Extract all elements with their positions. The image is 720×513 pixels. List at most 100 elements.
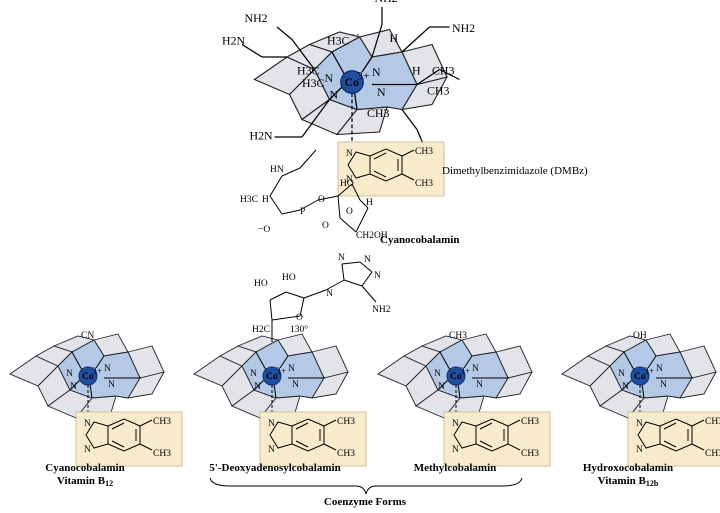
nitrogen-label: N <box>438 382 445 392</box>
bond <box>373 152 387 160</box>
bond <box>371 24 383 58</box>
bond <box>355 207 369 233</box>
nitrogen-label: N <box>254 382 261 392</box>
methyl-label: CH3 <box>427 84 449 98</box>
bond <box>401 109 418 130</box>
bond <box>647 355 657 369</box>
axial-ligand-label: OH <box>633 331 647 341</box>
bond <box>139 443 153 451</box>
methyl-label: H3C <box>297 64 319 78</box>
bond <box>341 261 361 265</box>
bond <box>269 175 283 197</box>
bond <box>279 355 289 369</box>
bond <box>255 351 267 371</box>
bond <box>303 289 327 299</box>
nitrogen-label: N <box>292 380 299 390</box>
axial-ligand-label: CN <box>81 331 94 341</box>
bond <box>325 279 345 291</box>
nitrogen-label: N <box>472 364 479 374</box>
bond <box>323 443 337 451</box>
hydroxyl-label: HO <box>340 179 354 189</box>
bond <box>351 183 361 201</box>
nitrogen-label: N <box>70 382 77 392</box>
bond <box>271 315 301 321</box>
methyl-label: CH3 <box>705 417 720 427</box>
imidazole-ring <box>85 421 109 449</box>
axial-ligand-label: CH3 <box>449 331 467 341</box>
bond <box>373 170 387 178</box>
nitrogen-label: N <box>377 85 386 99</box>
bond <box>457 383 461 399</box>
bond <box>621 379 633 391</box>
bond <box>95 355 105 369</box>
imidazole-ring <box>269 421 293 449</box>
nitrogen-label: N <box>330 87 339 101</box>
hydrogen-label: H <box>262 195 269 205</box>
amide-label: NH2 <box>245 11 268 25</box>
oxygen-label: O <box>296 313 303 323</box>
hydroxyl-label: HO <box>282 273 296 283</box>
bond <box>299 149 317 169</box>
cobalt-label: Co <box>82 372 94 382</box>
cobalt-charge: 3+ <box>460 367 470 377</box>
nitrogen-label: N <box>374 271 381 281</box>
bond <box>507 443 521 451</box>
bond <box>361 271 373 287</box>
bond <box>401 26 430 53</box>
bond <box>276 26 293 40</box>
bond <box>353 91 358 110</box>
bond <box>479 422 493 430</box>
bond <box>295 422 309 430</box>
bond <box>331 51 346 75</box>
cobalt-label: Co <box>450 372 462 382</box>
bond <box>359 199 369 209</box>
bond <box>281 167 301 177</box>
bond <box>341 263 345 281</box>
nitrogen-label: N <box>268 445 275 455</box>
bond <box>269 299 273 321</box>
amine-label: NH2 <box>372 305 391 315</box>
bond <box>71 351 83 371</box>
hydrogen-label: H <box>390 31 399 45</box>
nitrogen-label: N <box>636 445 643 455</box>
nitrogen-label: N <box>636 419 643 429</box>
amide-label: H2N <box>222 34 245 48</box>
nitrogen-label: N <box>476 380 483 390</box>
imidazole-ring <box>347 151 371 179</box>
bond <box>139 419 153 427</box>
methyl-label: CH3 <box>337 449 355 459</box>
bond <box>329 86 343 100</box>
nitrogen-label: N <box>250 369 257 379</box>
cobalt-charge: 3+ <box>92 367 102 377</box>
bond <box>361 285 377 303</box>
bond <box>507 419 521 427</box>
imidazole-ring <box>637 421 661 449</box>
bond <box>401 173 415 181</box>
cobalt-label: Co <box>345 75 360 89</box>
nitrogen-label: N <box>338 253 345 263</box>
nitrogen-label: N <box>108 380 115 390</box>
hydrogen-label: H <box>412 64 421 78</box>
bond <box>299 199 319 211</box>
bond <box>253 379 265 391</box>
hydroxyl-label: HO <box>254 279 268 289</box>
bond <box>641 383 645 399</box>
cobalt-label: Co <box>634 372 646 382</box>
coenzyme-bracket <box>209 477 523 495</box>
bond <box>337 195 341 219</box>
cobalt-label: Co <box>266 372 278 382</box>
methyl-label: H3C <box>302 76 324 90</box>
bond <box>691 419 705 427</box>
bond <box>285 291 305 299</box>
bond <box>439 351 451 371</box>
bond <box>691 443 705 451</box>
bond <box>323 419 337 427</box>
main-structure-name: Cyanocobalamin <box>380 234 460 246</box>
amine-label: HN <box>270 165 284 175</box>
cyanocobalamin-structure: CNNNNNCo3+NH2NH2H2NNH2NH2H2NH3CH3CH3CCH3… <box>222 0 475 163</box>
bond <box>269 195 283 215</box>
